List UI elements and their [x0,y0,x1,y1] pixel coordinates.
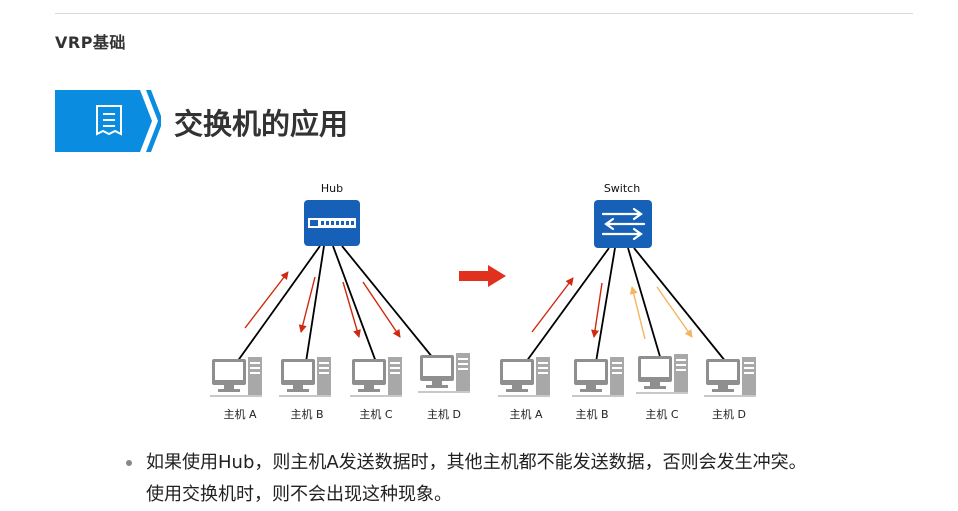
switch-label: Switch [604,182,640,195]
switch-host-d-icon [704,357,756,397]
hub-traffic-arrows [244,271,401,338]
top-divider [55,13,913,14]
page-title: 交换机的应用 [174,107,349,141]
hub-host-d-icon [418,353,470,393]
hub-links [236,245,434,363]
switch-host-b-label: 主机 B [575,407,608,421]
hub-label: Hub [321,182,343,195]
bullet-line-1: 如果使用Hub，则主机A发送数据时，其他主机都不能发送数据，否则会发生冲突。 [146,452,807,473]
bullet-note: 如果使用Hub，则主机A发送数据时，其他主机都不能发送数据，否则会发生冲突。 使… [126,447,916,511]
switch-links [525,247,727,363]
title-banner [55,90,161,152]
bullet-dot [126,460,132,466]
hub-host-b-icon [279,357,331,397]
switch-traffic-arrows [531,277,693,340]
document-icon [96,105,122,136]
bullet-text: 如果使用Hub，则主机A发送数据时，其他主机都不能发送数据，否则会发生冲突。 使… [146,447,916,511]
switch-icon [594,200,652,248]
hub-host-c-icon [350,357,402,397]
hub-host-d-label: 主机 D [427,407,461,421]
hub-host-b-label: 主机 B [290,407,323,421]
switch-host-c-icon [636,354,688,394]
transition-arrow-icon [459,265,506,287]
bullet-line-2: 使用交换机时，则不会出现这种现象。 [146,484,452,505]
switch-host-b-icon [572,357,624,397]
hub-host-a-icon [210,357,262,397]
hub-host-a-label: 主机 A [223,407,256,421]
hub-host-c-label: 主机 C [359,407,392,421]
switch-host-c-label: 主机 C [645,407,678,421]
network-diagram: Hub 主机 A 主机 B 主机 C 主机 D [210,182,756,421]
section-label: VRP基础 [55,33,126,52]
switch-host-a-label: 主机 A [509,407,542,421]
switch-host-d-label: 主机 D [712,407,746,421]
hub-icon [304,200,360,246]
switch-host-a-icon [498,357,550,397]
